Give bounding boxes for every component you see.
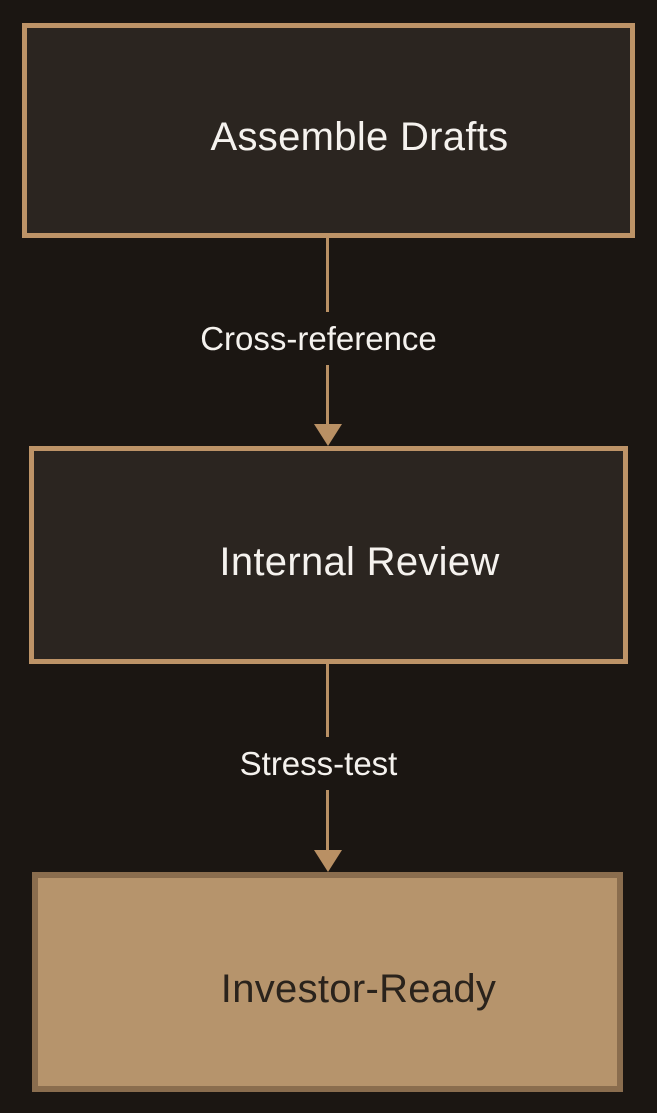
node-title: Assemble Drafts — [210, 115, 509, 159]
node-assemble-drafts: Assemble Drafts — [22, 23, 635, 238]
edge-label-text: Stress-test — [221, 737, 416, 790]
node-title: Internal Review — [219, 539, 500, 584]
node-investor-ready: Investor-Ready — [32, 872, 623, 1092]
arrow-down-icon — [314, 850, 342, 872]
edge-label-text: Cross-reference — [182, 312, 455, 365]
node-internal-review: Internal Review — [29, 446, 628, 664]
arrow-down-icon — [314, 424, 342, 446]
edge-label-stress-test: Stress-test — [0, 737, 657, 790]
edge-label-cross-reference: Cross-reference — [0, 312, 657, 365]
node-title: Investor-Ready — [220, 966, 497, 1011]
